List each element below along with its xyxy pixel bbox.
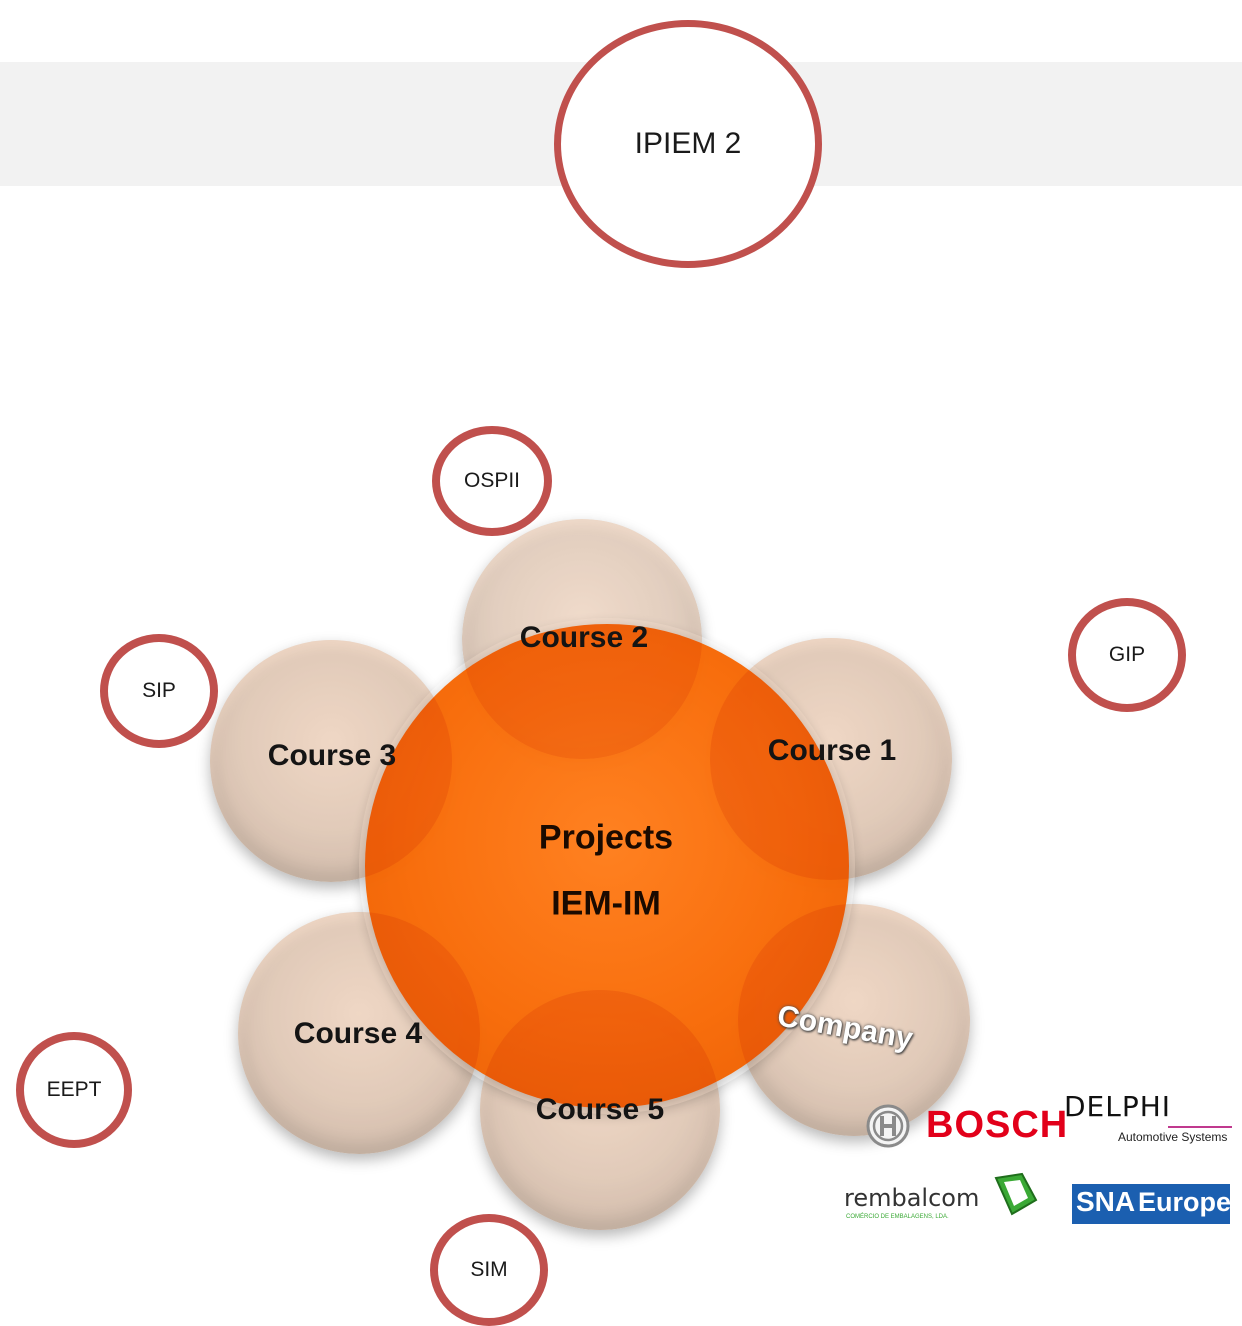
tag-gip: GIP (1068, 598, 1186, 712)
sna-europe-logo: SNA Europe (1072, 1184, 1232, 1224)
course-5-overlap (480, 990, 720, 1230)
bosch-logo: BOSCH (864, 1102, 1067, 1150)
page-title: IPIEM 2 (634, 127, 742, 160)
sna-wordmark: SNA (1076, 1186, 1136, 1217)
course-4-label: Course 4 (293, 1017, 423, 1050)
course-3-label: Course 3 (267, 739, 397, 772)
tag-ospii-label: OSPII (463, 469, 521, 492)
rembalcom-tagline: COMÉRCIO DE EMBALAGENS, LDA. (846, 1214, 949, 1220)
course-1-label: Course 1 (767, 734, 897, 767)
tag-sim: SIM (430, 1214, 548, 1326)
delphi-tagline: Automotive Systems (1118, 1130, 1228, 1144)
course-2-overlap (462, 519, 702, 759)
delphi-logo: DELPHI Automotive Systems (1062, 1090, 1234, 1146)
tag-sim-label: SIM (470, 1258, 508, 1281)
rembalcom-diamond-icon (994, 1172, 1038, 1216)
course-2-label: Course 2 (519, 621, 649, 654)
tag-eept-label: EEPT (46, 1078, 102, 1101)
hub-label-line2: IEM-IM (551, 884, 661, 923)
delphi-underline (1168, 1126, 1232, 1128)
rembalcom-logo: rembalcom COMÉRCIO DE EMBALAGENS, LDA. (842, 1170, 1042, 1230)
course-3-overlap (210, 640, 452, 882)
course-4-overlap (238, 912, 480, 1154)
hub-label-line1: Projects (538, 818, 674, 857)
tag-ospii: OSPII (432, 426, 552, 536)
tag-sip: SIP (100, 634, 218, 748)
tag-sip-label: SIP (142, 679, 176, 702)
tag-eept: EEPT (16, 1032, 132, 1148)
title-circle: IPIEM 2 (554, 20, 822, 268)
rembalcom-wordmark: rembalcom (844, 1184, 980, 1212)
company-overlap (738, 904, 970, 1136)
tag-gip-label: GIP (1108, 643, 1146, 666)
course-5-label: Course 5 (535, 1093, 665, 1126)
delphi-wordmark: DELPHI (1064, 1090, 1172, 1123)
course-1-overlap (710, 638, 952, 880)
bosch-emblem-icon (866, 1104, 910, 1148)
bosch-wordmark: BOSCH (926, 1104, 1069, 1146)
europe-wordmark: Europe (1138, 1187, 1232, 1217)
